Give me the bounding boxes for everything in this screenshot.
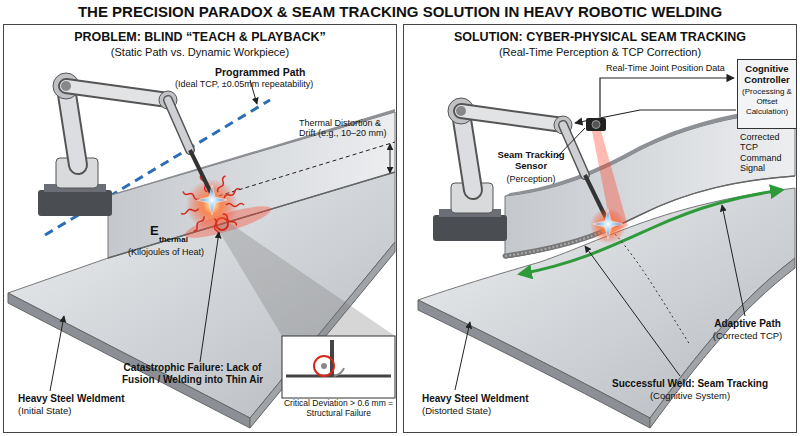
panel-heading: SOLUTION: CYBER-PHYSICAL SEAM TRACKING	[404, 30, 796, 45]
path-label: Adaptive Path	[700, 318, 795, 330]
controller-desc: (Processing & Offset Calculation)	[740, 87, 794, 117]
panel-subtitle: (Real-Time Perception & TCP Correction)	[404, 46, 796, 59]
part-state: (Distorted State)	[422, 406, 572, 417]
part-name: Heavy Steel Weldment	[18, 393, 168, 405]
path-note: (Ideal TCP, ±0.05mm repeatability)	[175, 79, 375, 89]
sensor-note: (Perception)	[490, 174, 572, 184]
path-note: (Corrected TCP)	[700, 331, 795, 342]
part-name: Heavy Steel Weldment	[422, 393, 572, 405]
panel-subtitle: (Static Path vs. Dynamic Workpiece)	[4, 46, 396, 59]
failure-label: Catastrophic Failure: Lack of Fusion / W…	[110, 362, 275, 385]
part-state: (Initial State)	[18, 406, 168, 417]
signal-label: Corrected TCP Command Signal	[740, 132, 796, 173]
energy-subscript: thermal	[159, 235, 199, 244]
energy-note: (Kilojoules of Heat)	[128, 247, 238, 257]
signal-label: Real-Time Joint Position Data	[606, 63, 738, 73]
panel-heading: PROBLEM: BLIND “TEACH & PLAYBACK”	[4, 30, 396, 45]
controller-title: Cognitive Controller	[740, 63, 794, 85]
sensor-label: Seam Tracking Sensor	[490, 150, 572, 172]
success-label: Successful Weld: Seam Tracking	[590, 378, 790, 390]
distortion-label: Thermal Distortion & Drift (e.g., 10–20 …	[299, 118, 389, 139]
success-note: (Cognitive System)	[590, 391, 790, 402]
deviation-note: Critical Deviation > 0.6 mm = Structural…	[280, 399, 397, 419]
diagram-title: THE PRECISION PARADOX & SEAM TRACKING SO…	[0, 3, 800, 21]
path-label: Programmed Path	[215, 66, 325, 78]
controller-box: Cognitive Controller(Processing & Offset…	[737, 59, 797, 129]
